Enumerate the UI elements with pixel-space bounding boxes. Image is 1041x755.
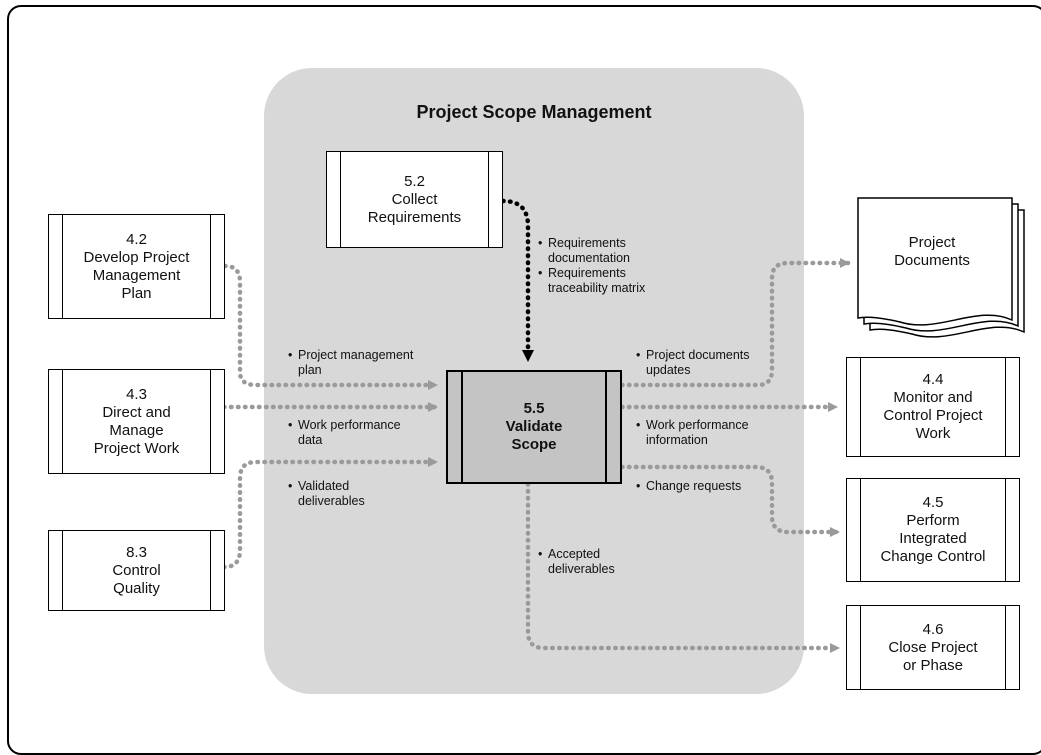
flow-label-line: Requirements — [538, 236, 645, 251]
process-line: Monitor and — [893, 389, 973, 406]
process-line: Control — [112, 561, 161, 579]
flow-label-project-documents-updates: Project documents updates — [636, 348, 750, 378]
process-line: Collect — [391, 190, 438, 208]
flow-label-line: Project management — [288, 348, 413, 363]
process-4-6-close-project: 4.6 Close Project or Phase — [846, 605, 1020, 690]
flow-label-line: Change requests — [636, 479, 741, 494]
process-line: Management — [92, 266, 181, 284]
process-line: Perform — [906, 512, 960, 529]
flow-label-line: deliverables — [548, 562, 615, 576]
flow-develop-plan-to-validate — [222, 263, 439, 390]
process-8-3-control-quality: 8.3 Control Quality — [48, 530, 225, 611]
flow-label-line: Project documents — [636, 348, 750, 363]
flow-label-line: Validated — [288, 479, 365, 494]
flow-label-line: plan — [298, 363, 322, 377]
process-line: Quality — [113, 579, 160, 597]
process-line: Change Control — [880, 548, 986, 565]
documents-line2: Documents — [894, 252, 970, 269]
process-line: Develop Project — [83, 248, 190, 266]
process-number: 5.5 — [523, 400, 545, 417]
process-number: 8.3 — [126, 543, 147, 561]
process-number: 4.5 — [922, 494, 944, 511]
process-5-5-validate-scope: 5.5 Validate Scope — [446, 370, 622, 484]
process-4-2-develop-plan: 4.2 Develop Project Management Plan — [48, 214, 225, 319]
flow-label-line: data — [298, 433, 323, 447]
flow-label-line: traceability matrix — [548, 281, 646, 295]
flow-label-work-performance-information: Work performance information — [636, 418, 749, 448]
documents-line1: Project — [908, 234, 956, 251]
flow-label-work-performance-data: Work performance data — [288, 418, 401, 448]
process-number: 4.4 — [922, 371, 944, 388]
process-line: Plan — [121, 284, 152, 302]
process-4-3-direct-manage: 4.3 Direct and Manage Project Work — [48, 369, 225, 474]
flow-label-change-requests: Change requests — [636, 479, 741, 494]
process-5-2-collect-requirements: 5.2 Collect Requirements — [326, 151, 503, 248]
scope-area-title: Project Scope Management — [416, 102, 652, 122]
process-line: Requirements — [367, 208, 462, 226]
process-number: 4.2 — [126, 230, 147, 248]
flow-collect-requirements-to-validate — [500, 198, 534, 363]
process-line: Integrated — [899, 530, 967, 547]
flow-label-line: deliverables — [298, 494, 365, 508]
flow-label-line: Accepted — [538, 547, 615, 562]
process-number: 5.2 — [404, 172, 425, 190]
flow-label-line: Work performance — [636, 418, 749, 433]
process-4-5-change-control: 4.5 Perform Integrated Change Control — [846, 478, 1020, 582]
process-line: Scope — [511, 436, 557, 453]
project-documents-label: Project Documents — [872, 234, 992, 270]
process-line: Control Project — [883, 407, 983, 424]
process-line: or Phase — [902, 656, 964, 674]
flow-label-line: Requirements — [538, 266, 645, 281]
flow-label-line: updates — [646, 363, 691, 377]
flow-label-line: documentation — [548, 251, 631, 265]
process-line: Work — [915, 425, 951, 442]
flow-label-project-management-plan: Project management plan — [288, 348, 413, 378]
project-documents-icon — [857, 197, 1025, 338]
process-line: Manage — [109, 421, 164, 439]
flow-validate-to-project-documents — [619, 258, 851, 388]
process-4-4-monitor-control: 4.4 Monitor and Control Project Work — [846, 357, 1020, 457]
process-number: 4.6 — [922, 620, 944, 638]
process-line: Close Project — [888, 638, 978, 656]
flow-label-requirements: Requirements documentation Requirements … — [538, 236, 645, 296]
process-number: 4.3 — [126, 385, 147, 403]
process-line: Validate — [505, 418, 563, 435]
process-line: Direct and — [102, 403, 171, 421]
flow-label-line: information — [646, 433, 708, 447]
flow-control-quality-to-validate — [221, 457, 439, 570]
flow-label-line: Work performance — [288, 418, 401, 433]
flow-validate-to-close-project — [525, 481, 841, 653]
flow-label-accepted-deliverables: Accepted deliverables — [538, 547, 615, 577]
flow-label-validated-deliverables: Validated deliverables — [288, 479, 365, 509]
process-line: Project Work — [93, 439, 180, 457]
flow-validate-to-change-control — [619, 464, 841, 537]
